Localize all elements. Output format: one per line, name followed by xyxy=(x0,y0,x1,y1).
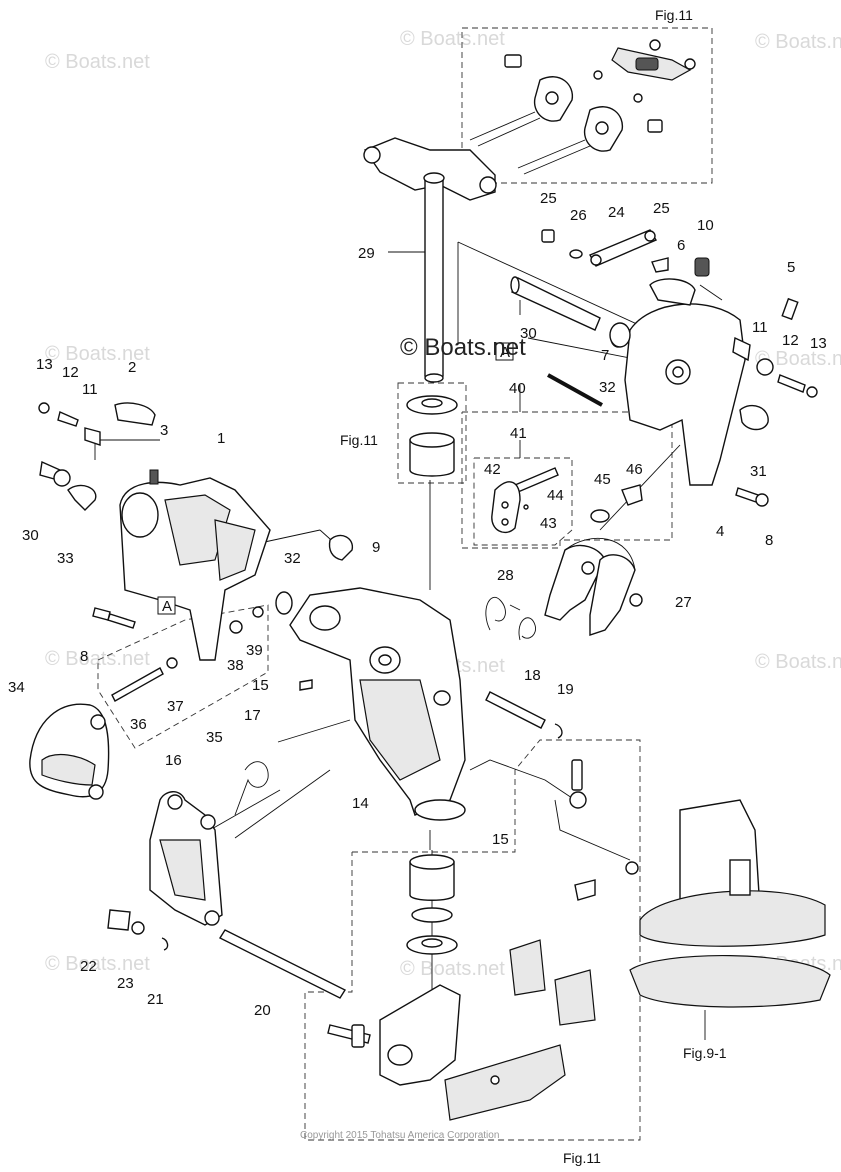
lower-steering-assembly xyxy=(327,759,639,1121)
callout-41: 41 xyxy=(510,425,527,442)
callout-labels: 1234567889101111121213131415151617181920… xyxy=(8,190,827,1019)
callout-38: 38 xyxy=(227,657,244,674)
callout-12: 12 xyxy=(62,364,79,381)
watermark-bottom-left: © Boats.net xyxy=(45,953,150,975)
callout-39: 39 xyxy=(246,642,263,659)
callout-30: 30 xyxy=(22,527,39,544)
callout-36: 36 xyxy=(130,716,147,733)
watermark-top-right: © Boats.net xyxy=(755,31,841,53)
watermark-center: © Boats.net xyxy=(400,334,526,361)
box-a-left-label: A xyxy=(162,598,172,615)
callout-19: 19 xyxy=(557,681,574,698)
watermark-top-center: © Boats.net xyxy=(400,28,505,50)
tilt-lock-parts xyxy=(491,322,643,533)
callout-15: 15 xyxy=(252,677,269,694)
callout-15: 15 xyxy=(492,831,509,848)
box-35 xyxy=(97,604,269,749)
watermark-lower-right: © Boats.net xyxy=(755,651,841,673)
callout-26: 26 xyxy=(570,207,587,224)
top-mount-assembly xyxy=(469,39,696,175)
steering-shaft-29 xyxy=(363,137,497,383)
callout-43: 43 xyxy=(540,515,557,532)
callout-10: 10 xyxy=(697,217,714,234)
copyright-text: Copyright 2015 Tohatsu America Corporati… xyxy=(300,1130,499,1141)
pin-18 xyxy=(485,691,563,739)
callout-34: 34 xyxy=(8,679,25,696)
callout-1: 1 xyxy=(217,430,225,447)
box-washer-fig11 xyxy=(397,382,467,484)
clamp-27 xyxy=(544,537,643,636)
callout-20: 20 xyxy=(254,1002,271,1019)
callout-3: 3 xyxy=(160,422,168,439)
callout-17: 17 xyxy=(244,707,261,724)
box-a-markers: A A xyxy=(157,342,514,615)
callout-22: 22 xyxy=(80,958,97,975)
callout-2: 2 xyxy=(128,359,136,376)
callout-9: 9 xyxy=(372,539,380,556)
box-41 xyxy=(473,457,573,546)
pin-20 xyxy=(107,909,347,999)
callout-25: 25 xyxy=(653,200,670,217)
callout-24: 24 xyxy=(608,204,625,221)
callout-12: 12 xyxy=(782,332,799,349)
callout-45: 45 xyxy=(594,471,611,488)
callout-31: 31 xyxy=(750,463,767,480)
stern-bracket-left-1 xyxy=(38,402,271,661)
callout-11: 11 xyxy=(752,319,768,336)
watermark-mid-left: © Boats.net xyxy=(45,343,150,365)
callout-4: 4 xyxy=(716,523,724,540)
callout-7: 7 xyxy=(601,347,609,364)
callout-32: 32 xyxy=(284,550,301,567)
figure-references: Fig.11 Fig.11 Fig.11 Fig.9-1 xyxy=(340,7,727,1166)
lower-unit-fig9-1 xyxy=(629,799,831,1040)
spring-28 xyxy=(485,597,536,641)
callout-13: 13 xyxy=(36,356,53,373)
box-a-top-label: A xyxy=(500,344,510,361)
callout-33: 33 xyxy=(57,550,74,567)
fig-ref-top: Fig.11 xyxy=(655,7,693,23)
callout-5: 5 xyxy=(787,259,795,276)
lower-bushings xyxy=(406,854,458,955)
stopper-plate-24 xyxy=(541,229,669,273)
fig-ref-bottom: Fig.11 xyxy=(563,1150,601,1166)
watermark-top-left: © Boats.net xyxy=(45,51,150,73)
stern-bracket-right-4 xyxy=(624,257,818,507)
callout-6: 6 xyxy=(677,237,685,254)
watermark-lower-left: © Boats.net xyxy=(45,648,150,670)
bolts-35-39 xyxy=(92,606,264,702)
callout-40: 40 xyxy=(509,380,526,397)
callout-13: 13 xyxy=(810,335,827,352)
callout-14: 14 xyxy=(352,795,369,812)
callout-30: 30 xyxy=(520,325,537,342)
callout-35: 35 xyxy=(206,729,223,746)
swivel-bracket-14 xyxy=(289,587,466,821)
watermark-bottom-center: © Boats.net xyxy=(400,958,505,980)
callout-23: 23 xyxy=(117,975,134,992)
callout-11: 11 xyxy=(82,381,98,398)
callout-16: 16 xyxy=(165,752,182,769)
upper-bushings xyxy=(406,395,458,477)
tilt-handle-34 xyxy=(29,703,110,800)
fig-ref-bottom-right: Fig.9-1 xyxy=(683,1045,727,1061)
callout-28: 28 xyxy=(497,567,514,584)
callout-18: 18 xyxy=(524,667,541,684)
callout-27: 27 xyxy=(675,594,692,611)
bracket-16 xyxy=(149,761,269,926)
watermark-mid-right: © Boats.net xyxy=(755,348,841,370)
callout-44: 44 xyxy=(547,487,564,504)
misc-parts-9-32 xyxy=(275,534,354,615)
box-40 xyxy=(461,411,673,549)
callout-21: 21 xyxy=(147,991,164,1008)
callout-42: 42 xyxy=(484,461,501,478)
callout-25: 25 xyxy=(540,190,557,207)
callout-32: 32 xyxy=(599,379,616,396)
callout-8: 8 xyxy=(765,532,773,549)
callout-37: 37 xyxy=(167,698,184,715)
fig-ref-left: Fig.11 xyxy=(340,432,378,448)
callout-8: 8 xyxy=(80,648,88,665)
callout-46: 46 xyxy=(626,461,643,478)
callout-29: 29 xyxy=(358,245,375,262)
box-top-fig11 xyxy=(461,27,713,184)
